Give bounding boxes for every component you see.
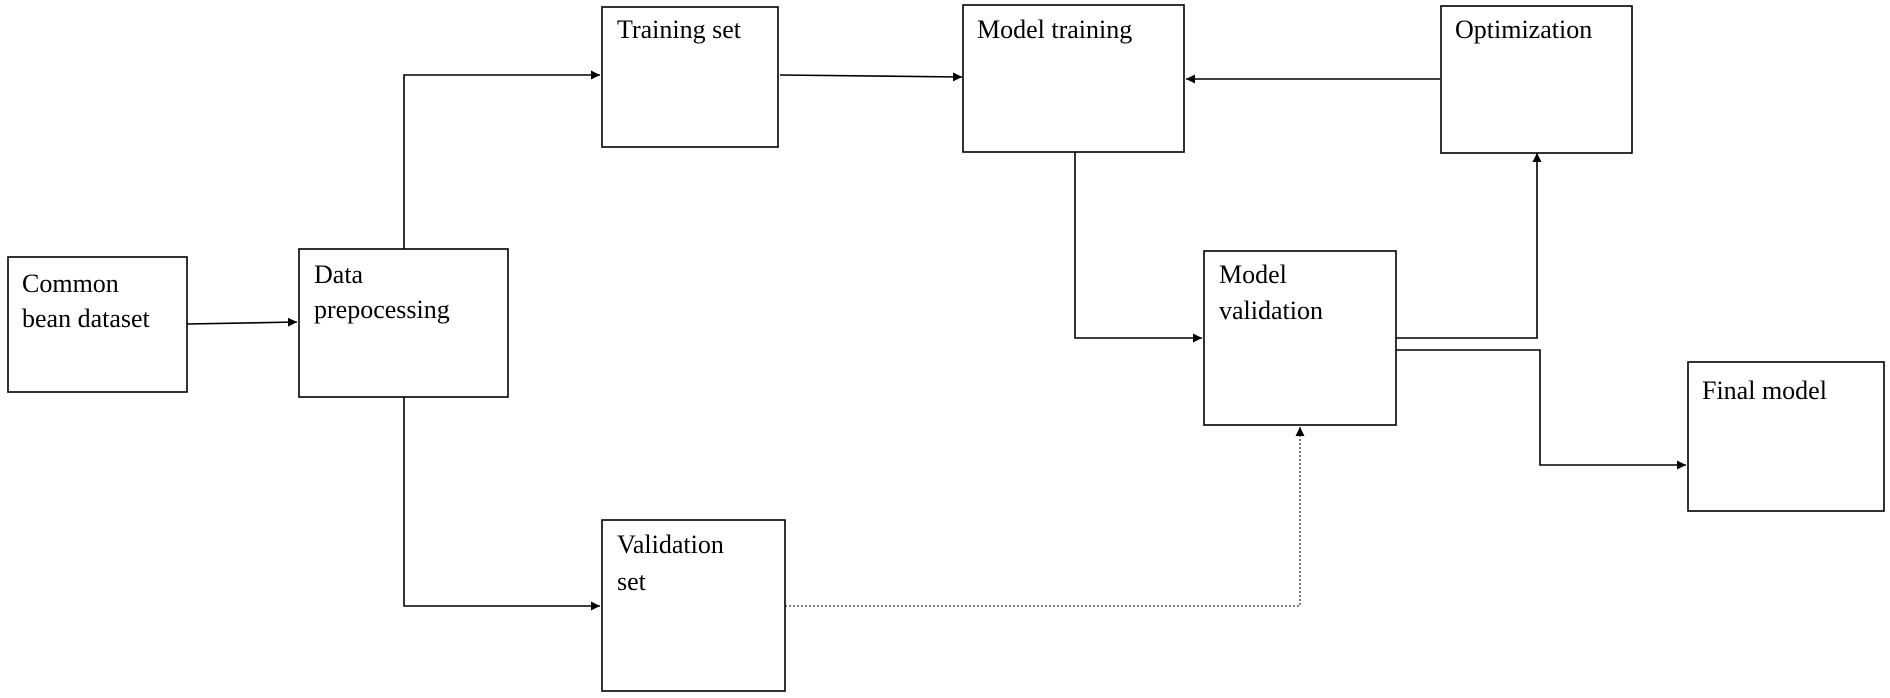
node-label-line1: Validation — [617, 530, 724, 559]
edge-model-validation-to-final-model — [1396, 349, 1686, 470]
node-box — [298, 248, 509, 398]
node-model-validation: Model validation — [1203, 250, 1397, 426]
node-box — [7, 256, 188, 393]
node-box — [601, 519, 786, 692]
node-data-preprocessing: Data prepocessing — [298, 248, 509, 398]
edges — [186, 70, 1686, 611]
node-label-line1: Common — [22, 269, 119, 298]
node-label-line2: prepocessing — [314, 295, 450, 324]
node-training-set: Training set — [601, 6, 779, 148]
edge-preprocessing-to-training-set — [403, 70, 600, 249]
node-final-model: Final model — [1687, 361, 1885, 512]
node-box — [1203, 250, 1397, 426]
edge-dataset-to-preprocessing — [186, 317, 298, 327]
edge-model-training-to-model-validation — [1074, 152, 1202, 343]
node-box — [962, 4, 1185, 153]
node-label-line2: validation — [1219, 296, 1323, 325]
node-validation-set: Validation set — [601, 519, 786, 692]
node-label-line1: Model — [1219, 260, 1287, 289]
node-box — [601, 6, 779, 148]
edge-validation-set-to-model-validation — [785, 427, 1305, 607]
edge-model-validation-to-optimization — [1396, 153, 1542, 339]
edge-training-set-to-model-training — [779, 72, 963, 82]
edge-preprocessing-to-validation-set — [403, 397, 600, 611]
node-label-line1: Optimization — [1455, 15, 1592, 44]
node-label-line1: Data — [314, 260, 364, 289]
node-common-bean-dataset: Common bean dataset — [7, 256, 188, 393]
node-label-line2: set — [617, 567, 647, 596]
node-box — [1687, 361, 1885, 512]
node-model-training: Model training — [962, 4, 1185, 153]
node-label-line2: bean dataset — [22, 304, 151, 333]
node-box — [1440, 5, 1633, 154]
node-label-line1: Model training — [977, 15, 1132, 44]
node-optimization: Optimization — [1440, 5, 1633, 154]
node-label-line1: Training set — [617, 15, 742, 44]
node-label-line1: Final model — [1702, 376, 1827, 405]
